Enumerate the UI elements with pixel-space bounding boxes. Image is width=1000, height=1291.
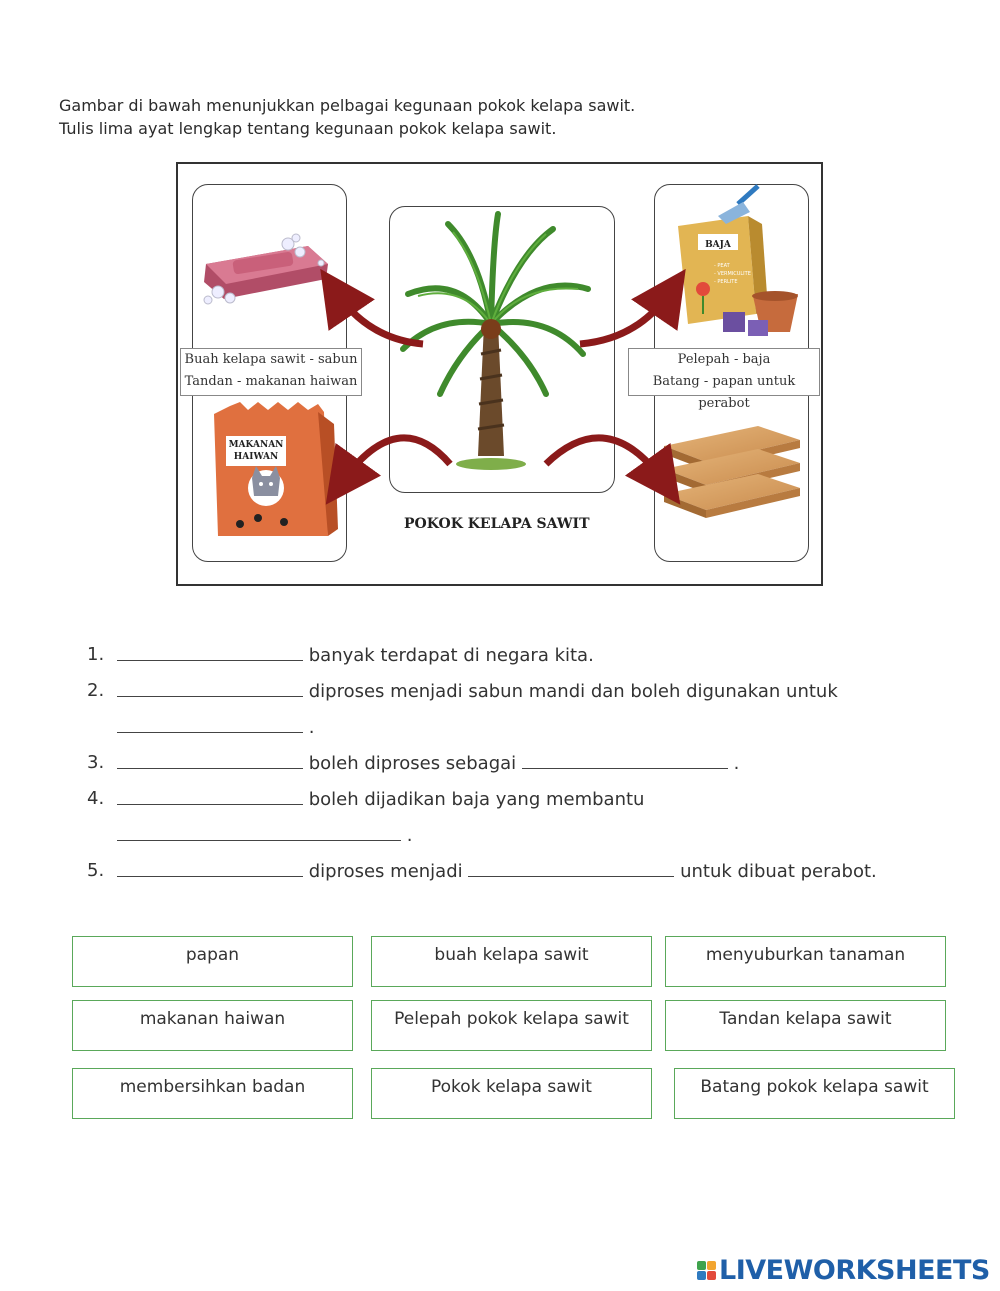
caption-left-line-1: Buah kelapa sawit - sabun <box>184 352 358 367</box>
palm-uses-diagram: MAKANAN HAIWAN <box>176 162 823 586</box>
sentence-5-blank-2[interactable] <box>468 860 675 877</box>
caption-left: Buah kelapa sawit - sabun Tandan - makan… <box>180 348 362 396</box>
sentence-2-blank-2[interactable] <box>117 716 303 733</box>
sentence-4-number: 4. <box>87 788 105 809</box>
sentence-2: diproses menjadi sabun mandi dan boleh d… <box>117 680 838 702</box>
logo-text: LIVEWORKSHEETS <box>719 1255 990 1286</box>
sentence-3: boleh diproses sebagai . <box>117 752 739 774</box>
food-bag-label-1: MAKANAN <box>229 440 284 450</box>
soap-icon <box>203 233 328 305</box>
wood-planks-icon <box>664 426 800 518</box>
sentence-4-text-2: . <box>406 825 413 846</box>
word-membersihkan-badan[interactable]: membersihkan badan <box>72 1068 353 1119</box>
diagram-title: POKOK KELAPA SAWIT <box>404 516 590 532</box>
word-makanan-haiwan[interactable]: makanan haiwan <box>72 1000 353 1051</box>
sentence-5-blank-1[interactable] <box>117 860 303 877</box>
word-papan[interactable]: papan <box>72 936 353 987</box>
word-tandan-kelapa-sawit[interactable]: Tandan kelapa sawit <box>665 1000 946 1051</box>
sentence-4: boleh dijadikan baja yang membantu <box>117 788 644 810</box>
word-buah-kelapa-sawit[interactable]: buah kelapa sawit <box>371 936 652 987</box>
sentence-5-number: 5. <box>87 860 105 881</box>
sentence-3-blank-1[interactable] <box>117 752 303 769</box>
sentence-5-text-1: diproses menjadi <box>308 861 463 882</box>
sentence-2-blank-1[interactable] <box>117 680 303 697</box>
fertilizer-bag-label: BAJA <box>705 240 732 250</box>
caption-left-line-2: Tandan - makanan haiwan <box>184 374 358 389</box>
sentence-3-text-1: boleh diproses sebagai <box>308 753 517 774</box>
sentence-1: banyak terdapat di negara kita. <box>117 644 594 666</box>
sentence-3-number: 3. <box>87 752 105 773</box>
fertilizer-list-3: - PERLITE <box>714 279 738 285</box>
word-pelepah-pokok-kelapa-sawit[interactable]: Pelepah pokok kelapa sawit <box>371 1000 652 1051</box>
liveworksheets-logo: LIVEWORKSHEETS <box>697 1255 990 1286</box>
sentence-5-text-2: untuk dibuat perabot. <box>680 861 877 882</box>
sentence-4-text-1: boleh dijadikan baja yang membantu <box>308 789 645 810</box>
sentence-3-text-2: . <box>733 753 740 774</box>
caption-right: Pelepah - baja Batang - papan untuk pera… <box>628 348 820 411</box>
instruction-line-2: Tulis lima ayat lengkap tentang kegunaan… <box>59 119 557 138</box>
caption-right-line-1: Pelepah - baja <box>677 352 771 367</box>
fertilizer-list-2: - VERMICULITE <box>714 271 751 277</box>
logo-mark-icon <box>697 1261 716 1280</box>
food-bag-label-2: HAIWAN <box>234 452 278 462</box>
sentence-1-number: 1. <box>87 644 105 665</box>
fertilizer-list-1: - PEAT <box>714 263 731 269</box>
pet-food-bag-icon <box>214 402 338 536</box>
sentence-1-text-1: banyak terdapat di negara kita. <box>308 645 594 666</box>
word-batang-pokok-kelapa-sawit[interactable]: Batang pokok kelapa sawit <box>674 1068 955 1119</box>
arrows <box>320 268 686 505</box>
caption-right-line-2: Batang - papan untuk perabot <box>652 374 796 411</box>
word-pokok-kelapa-sawit[interactable]: Pokok kelapa sawit <box>371 1068 652 1119</box>
sentence-4-blank-2[interactable] <box>117 824 401 841</box>
instruction-line-1: Gambar di bawah menunjukkan pelbagai keg… <box>59 96 636 115</box>
sentence-1-blank-1[interactable] <box>117 644 303 661</box>
sentence-2-number: 2. <box>87 680 105 701</box>
sentence-4-blank-1[interactable] <box>117 788 303 805</box>
diagram-illustrations: MAKANAN HAIWAN <box>203 184 800 536</box>
palm-tree-icon <box>400 211 591 470</box>
word-menyuburkan-tanaman[interactable]: menyuburkan tanaman <box>665 936 946 987</box>
fertilizer-bag-icon <box>678 184 798 336</box>
sentence-2-text-2: . <box>308 717 315 738</box>
sentence-2-text-1: diproses menjadi sabun mandi dan boleh d… <box>308 681 838 702</box>
sentence-4-continued: . <box>117 824 412 846</box>
sentence-2-continued: . <box>117 716 314 738</box>
sentence-3-blank-2[interactable] <box>521 752 728 769</box>
sentence-5: diproses menjadi untuk dibuat perabot. <box>117 860 877 882</box>
